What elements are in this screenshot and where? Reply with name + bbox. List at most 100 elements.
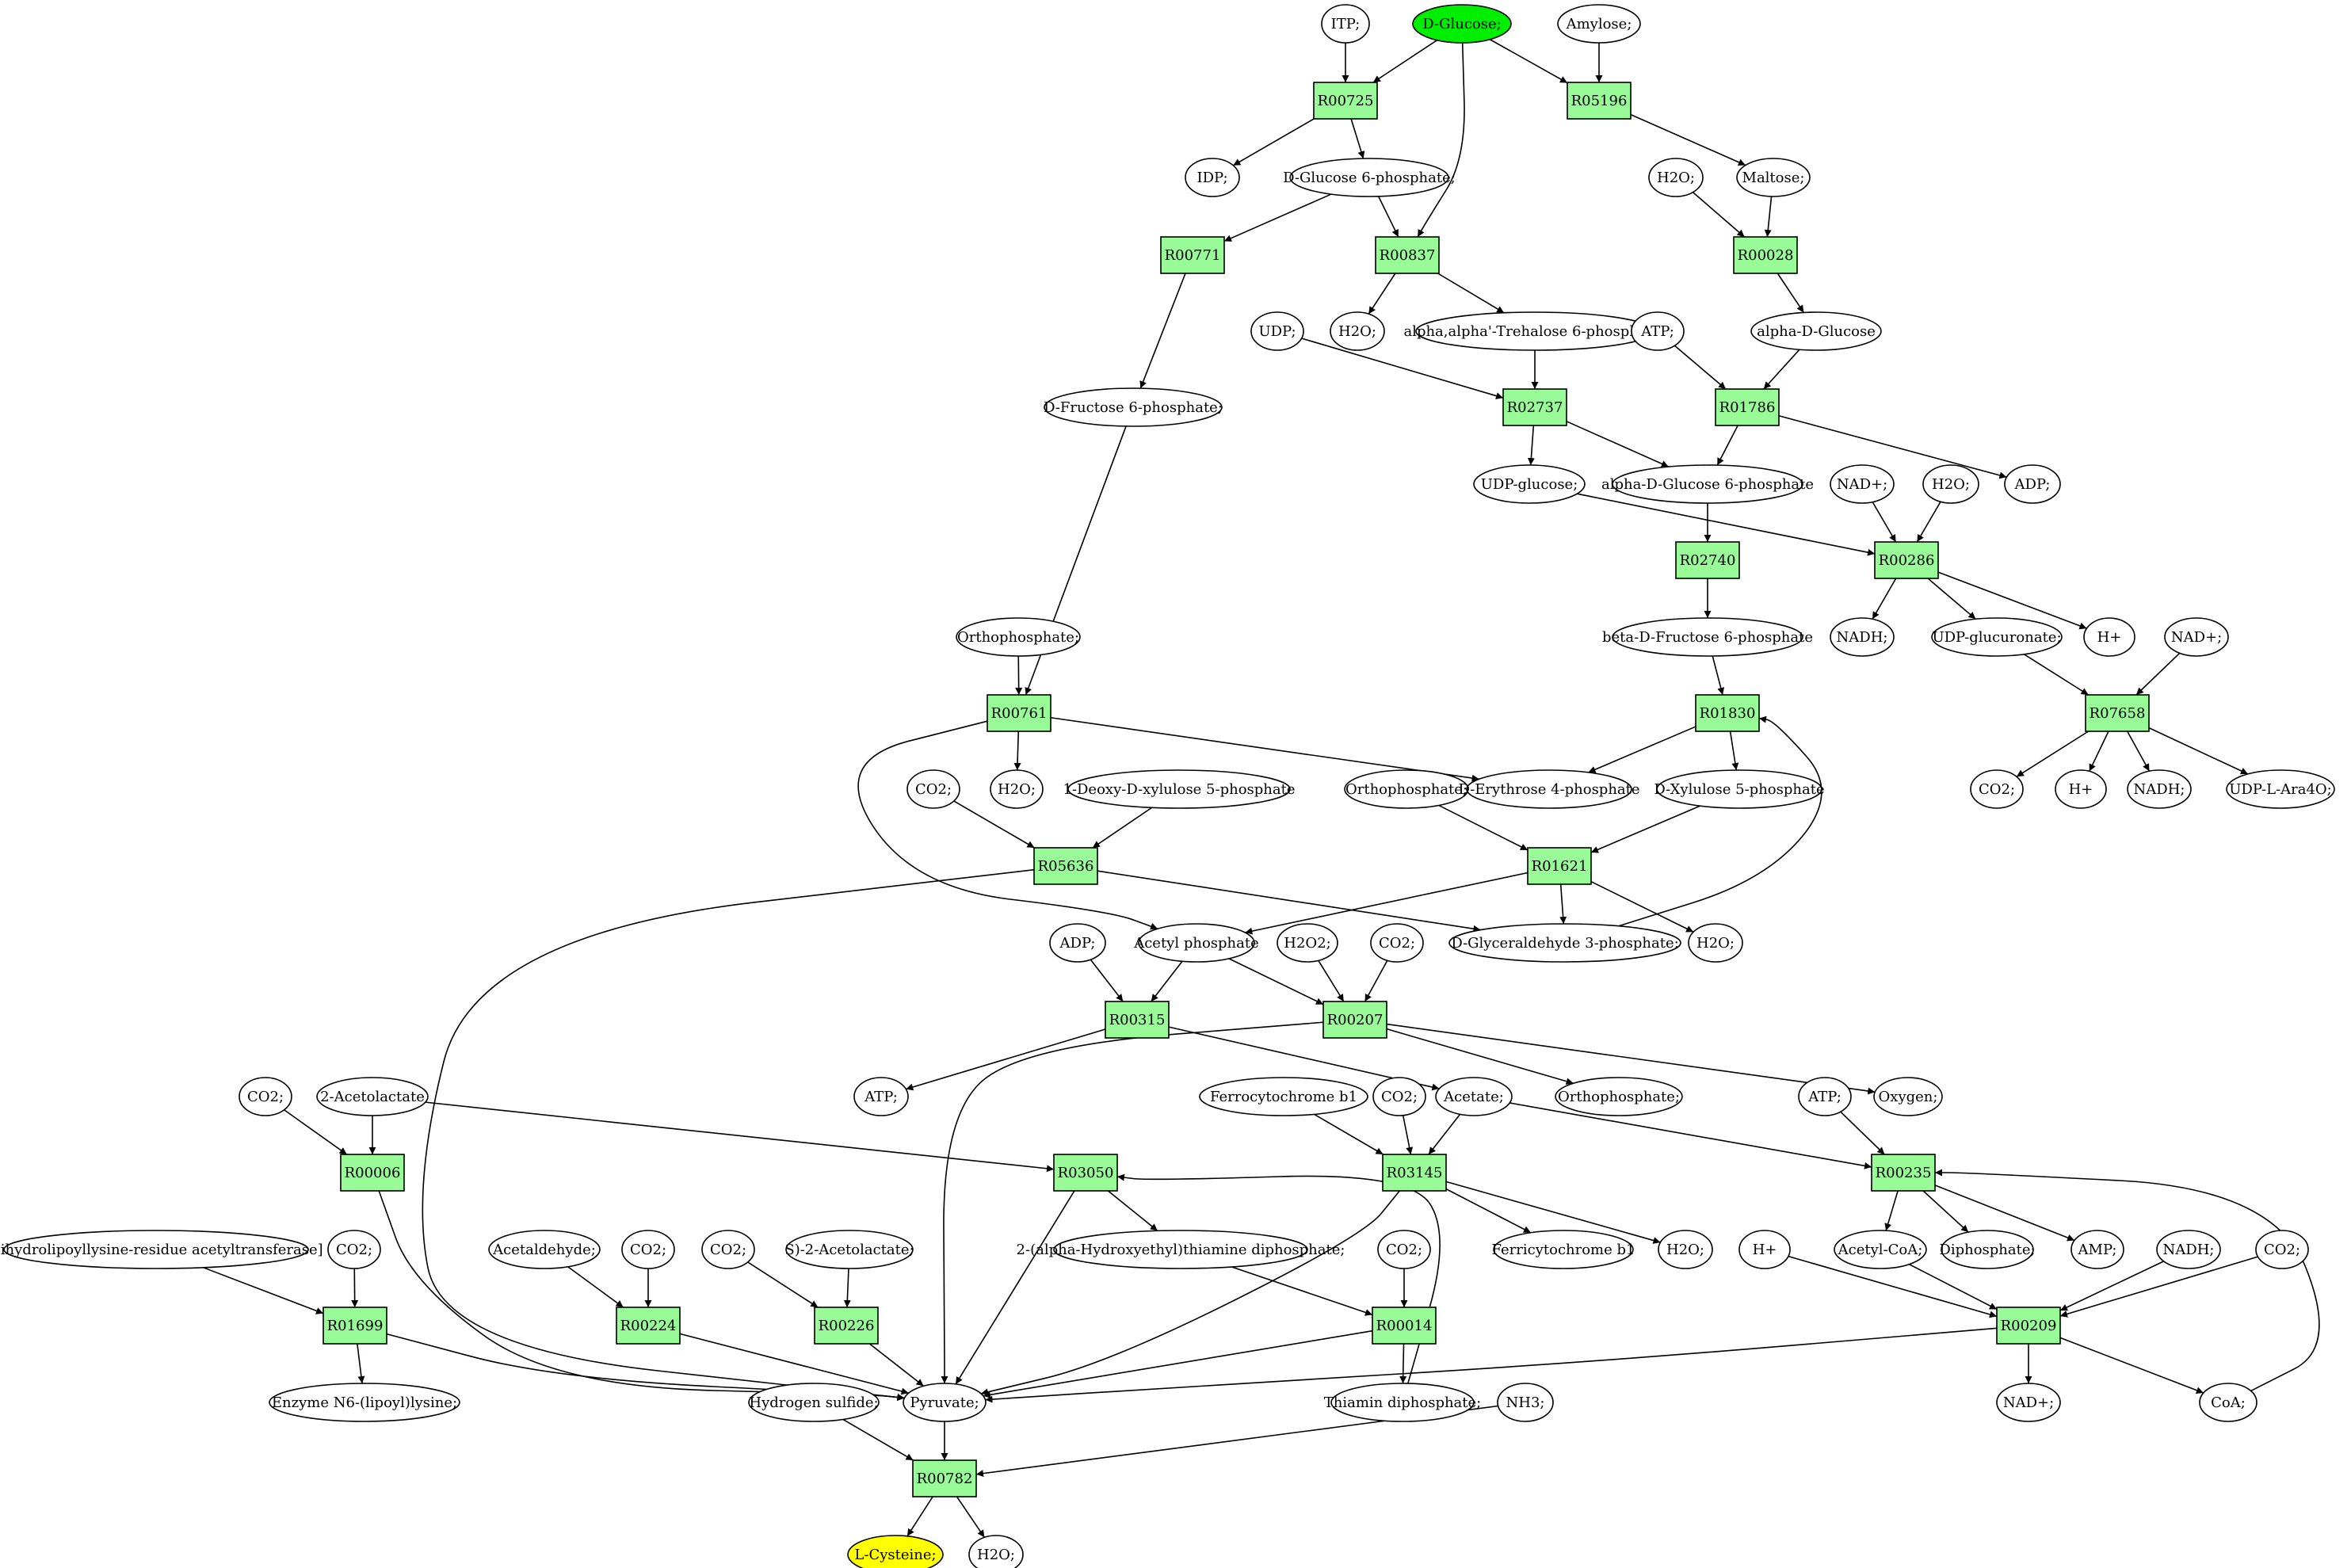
compound-node[interactable]: CoA;	[2199, 1383, 2257, 1422]
compound-node[interactable]: CO2;	[1970, 769, 2024, 809]
compound-node[interactable]: D-Glyceraldehyde 3-phosphate;	[1448, 923, 1681, 963]
compound-node[interactable]: 2-(alpha-Hydroxyethyl)thiamine diphospha…	[1017, 1230, 1345, 1269]
reaction-node-R02737[interactable]: R02737	[1502, 388, 1567, 426]
compound-node[interactable]: ATP;	[1631, 311, 1685, 351]
compound-node[interactable]: Acetate;	[1435, 1077, 1513, 1116]
compound-node[interactable]: CO2;	[621, 1230, 675, 1269]
compound-node[interactable]: beta-D-Fructose 6-phosphate	[1602, 617, 1813, 657]
compound-node[interactable]: ATP;	[1798, 1077, 1852, 1116]
compound-node[interactable]: Diphosphate;	[1939, 1230, 2036, 1269]
compound-node[interactable]: CO2;	[701, 1230, 755, 1269]
reaction-node-R05636[interactable]: R05636	[1033, 847, 1098, 885]
compound-node[interactable]: S)-2-Acetolactate;	[784, 1230, 914, 1269]
reaction-node-R01621[interactable]: R01621	[1527, 847, 1592, 885]
compound-node[interactable]: Acetyl phosphate	[1133, 923, 1259, 963]
compound-node[interactable]: ADP;	[2004, 464, 2061, 504]
compound-node[interactable]: Orthophosphate;	[1344, 769, 1469, 809]
reaction-node-R00028[interactable]: R00028	[1733, 236, 1798, 274]
compound-node[interactable]: Maltose;	[1736, 158, 1811, 197]
compound-node[interactable]: alpha,alpha'-Trehalose 6-phosphate;	[1403, 311, 1666, 351]
compound-node[interactable]: NADH;	[2156, 1230, 2221, 1269]
compound-node[interactable]: CO2;	[2255, 1230, 2309, 1269]
compound-node[interactable]: Thiamin diphosphate;	[1324, 1383, 1482, 1422]
compound-node[interactable]: H2O;	[1658, 1230, 1713, 1269]
compound-node[interactable]: IDP;	[1185, 158, 1240, 197]
compound-node[interactable]: alpha-D-Glucose 6-phosphate	[1601, 464, 1814, 504]
compound-node[interactable]: 1-Deoxy-D-xylulose 5-phosphate	[1063, 769, 1296, 809]
compound-node[interactable]: H2O;	[1688, 923, 1743, 963]
compound-node[interactable]: NADH;	[1830, 617, 1895, 657]
compound-node[interactable]: H2O;	[1648, 158, 1704, 197]
compound-node[interactable]: H+	[1738, 1230, 1791, 1269]
compound-node[interactable]: NADH;	[2127, 769, 2192, 809]
compound-node[interactable]: Dihydrolipoyllysine-residue acetyltransf…	[0, 1230, 323, 1269]
compound-node[interactable]: Ferricytochrome b1	[1492, 1230, 1635, 1269]
reaction-node-R03145[interactable]: R03145	[1382, 1154, 1447, 1192]
compound-node[interactable]: H2O;	[1922, 464, 1979, 504]
reaction-node-R00315[interactable]: R00315	[1105, 1001, 1170, 1039]
compound-node[interactable]: NAD+;	[1830, 464, 1895, 504]
compound-node[interactable]: H2O;	[968, 1535, 1024, 1568]
compound-node[interactable]: Ferrocytochrome b1	[1199, 1077, 1368, 1116]
compound-node[interactable]: CO2;	[1377, 1230, 1431, 1269]
reaction-node-R00226[interactable]: R00226	[814, 1307, 879, 1345]
reaction-node-R00014[interactable]: R00014	[1372, 1307, 1437, 1345]
reaction-node-R00209[interactable]: R00209	[1996, 1307, 2061, 1345]
compound-node[interactable]: ITP;	[1321, 4, 1370, 44]
compound-node[interactable]: 2-Acetolactate	[316, 1077, 429, 1116]
compound-node[interactable]: NH3;	[1497, 1383, 1554, 1422]
reaction-node-R05196[interactable]: R05196	[1567, 82, 1632, 120]
compound-node[interactable]: alpha-D-Glucose	[1750, 311, 1882, 351]
compound-node[interactable]: Acetyl-CoA;	[1834, 1230, 1927, 1269]
compound-node[interactable]: CO2;	[1372, 1077, 1426, 1116]
compound-node[interactable]: Amylose;	[1557, 4, 1641, 44]
compound-node[interactable]: UDP-L-Ara4O;	[2226, 769, 2335, 809]
reaction-node-R00286[interactable]: R00286	[1874, 541, 1939, 579]
compound-node[interactable]: L-Cysteine;	[847, 1535, 944, 1568]
reaction-node-R00725[interactable]: R00725	[1313, 82, 1378, 120]
compound-node[interactable]: Orthophosphate;	[956, 617, 1081, 657]
compound-node[interactable]: Orthophosphate;	[1555, 1077, 1683, 1116]
reaction-node-R01699[interactable]: R01699	[322, 1307, 387, 1345]
reaction-node-R00761[interactable]: R00761	[987, 694, 1051, 732]
compound-node[interactable]: UDP;	[1250, 311, 1304, 351]
reaction-node-R00782[interactable]: R00782	[912, 1459, 977, 1497]
compound-node[interactable]: D-Glucose 6-phosphate;	[1283, 158, 1456, 197]
compound-node[interactable]: D-Glucose;	[1412, 4, 1512, 44]
reaction-node-R00207[interactable]: R00207	[1322, 1001, 1387, 1039]
compound-node[interactable]: CO2;	[1370, 923, 1424, 963]
compound-node[interactable]: ADP;	[1049, 923, 1106, 963]
compound-node[interactable]: NAD+;	[2164, 617, 2229, 657]
compound-node[interactable]: D-Erythrose 4-phosphate	[1458, 769, 1640, 809]
reaction-node-R03050[interactable]: R03050	[1053, 1154, 1118, 1192]
compound-node[interactable]: NAD+;	[1996, 1383, 2061, 1422]
reaction-node-R00235[interactable]: R00235	[1871, 1154, 1936, 1192]
reaction-node-R00771[interactable]: R00771	[1160, 236, 1225, 274]
compound-node[interactable]: UDP-glucuronate;	[1931, 617, 2063, 657]
compound-node[interactable]: Hydrogen sulfide;	[748, 1383, 880, 1422]
compound-node[interactable]: ATP;	[853, 1077, 909, 1116]
compound-node[interactable]: H2O;	[990, 769, 1044, 809]
reaction-node-R00837[interactable]: R00837	[1375, 236, 1440, 274]
compound-node[interactable]: H+	[2055, 769, 2107, 809]
compound-node[interactable]: UDP-glucose;	[1473, 464, 1586, 504]
compound-node[interactable]: CO2;	[239, 1077, 292, 1116]
compound-node[interactable]: D-Xylulose 5-phosphate	[1654, 769, 1825, 809]
compound-node[interactable]: Oxygen;	[1873, 1077, 1943, 1116]
compound-node[interactable]: H+	[2083, 617, 2135, 657]
compound-node[interactable]: Enzyme N6-(lipoyl)lysine;	[269, 1383, 460, 1422]
reaction-node-R00006[interactable]: R00006	[340, 1154, 405, 1192]
compound-node[interactable]: H2O2;	[1277, 923, 1338, 963]
reaction-node-R07658[interactable]: R07658	[2085, 694, 2150, 732]
reaction-node-R00224[interactable]: R00224	[616, 1307, 681, 1345]
compound-node[interactable]: H2O;	[1330, 311, 1385, 351]
compound-node[interactable]: D-Fructose 6-phosphate;	[1044, 387, 1223, 427]
compound-node[interactable]: AMP;	[2070, 1230, 2124, 1269]
compound-node[interactable]: CO2;	[906, 769, 960, 809]
compound-node[interactable]: Pyruvate;	[903, 1383, 987, 1422]
compound-node[interactable]: CO2;	[327, 1230, 381, 1269]
compound-node[interactable]: Acetaldehyde;	[488, 1230, 601, 1269]
reaction-node-R01830[interactable]: R01830	[1695, 694, 1760, 732]
reaction-node-R02740[interactable]: R02740	[1675, 541, 1740, 579]
reaction-node-R01786[interactable]: R01786	[1715, 388, 1780, 426]
